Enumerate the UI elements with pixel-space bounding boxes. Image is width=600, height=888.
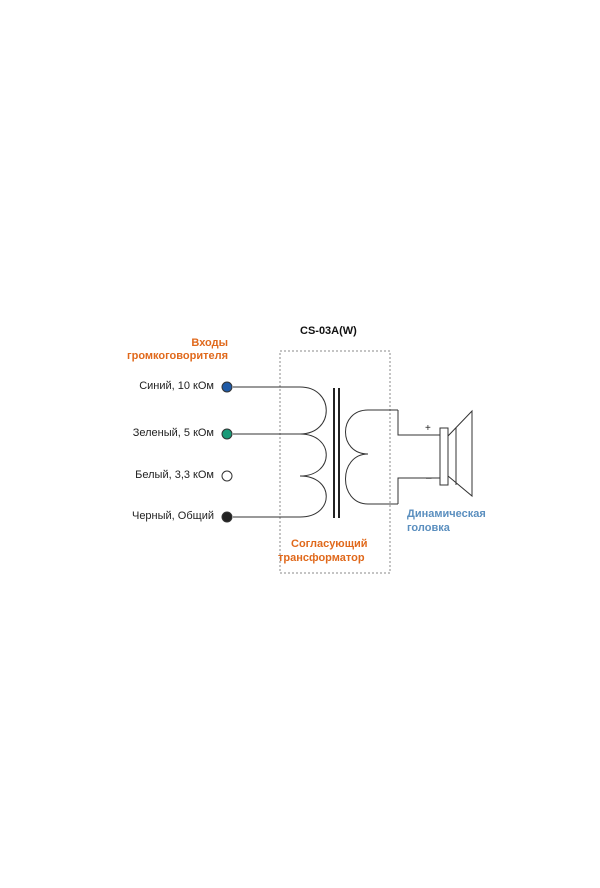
polarity-plus: + <box>425 423 431 434</box>
secondary-winding <box>345 409 398 505</box>
transformer-label-line2: трансформатор <box>278 552 365 564</box>
transformer-enclosure <box>279 350 391 574</box>
inputs-heading-line2: громкоговорителя <box>127 350 228 362</box>
terminal-blue <box>221 381 233 393</box>
wire-minus <box>397 477 440 504</box>
input-label-blue: Синий, 10 кОм <box>139 380 214 392</box>
device-title: CS-03A(W) <box>300 325 357 337</box>
input-label-white: Белый, 3,3 кОм <box>135 469 214 481</box>
terminal-white <box>221 470 233 482</box>
speaker-label-line1: Динамическая <box>407 508 486 520</box>
terminal-black <box>221 511 233 523</box>
terminal-green <box>221 428 233 440</box>
primary-winding <box>299 386 327 518</box>
input-label-black: Черный, Общий <box>131 510 214 522</box>
speaker-label-line2: головка <box>407 522 450 534</box>
input-label-green: Зеленый, 5 кОм <box>132 427 214 439</box>
speaker-magnet <box>439 427 449 486</box>
polarity-minus: – <box>426 473 432 484</box>
inputs-heading-line1: Входы <box>191 337 228 349</box>
speaker-cone <box>447 409 473 498</box>
transformer-label-line1: Согласующий <box>291 538 368 550</box>
wire-plus <box>397 410 440 436</box>
